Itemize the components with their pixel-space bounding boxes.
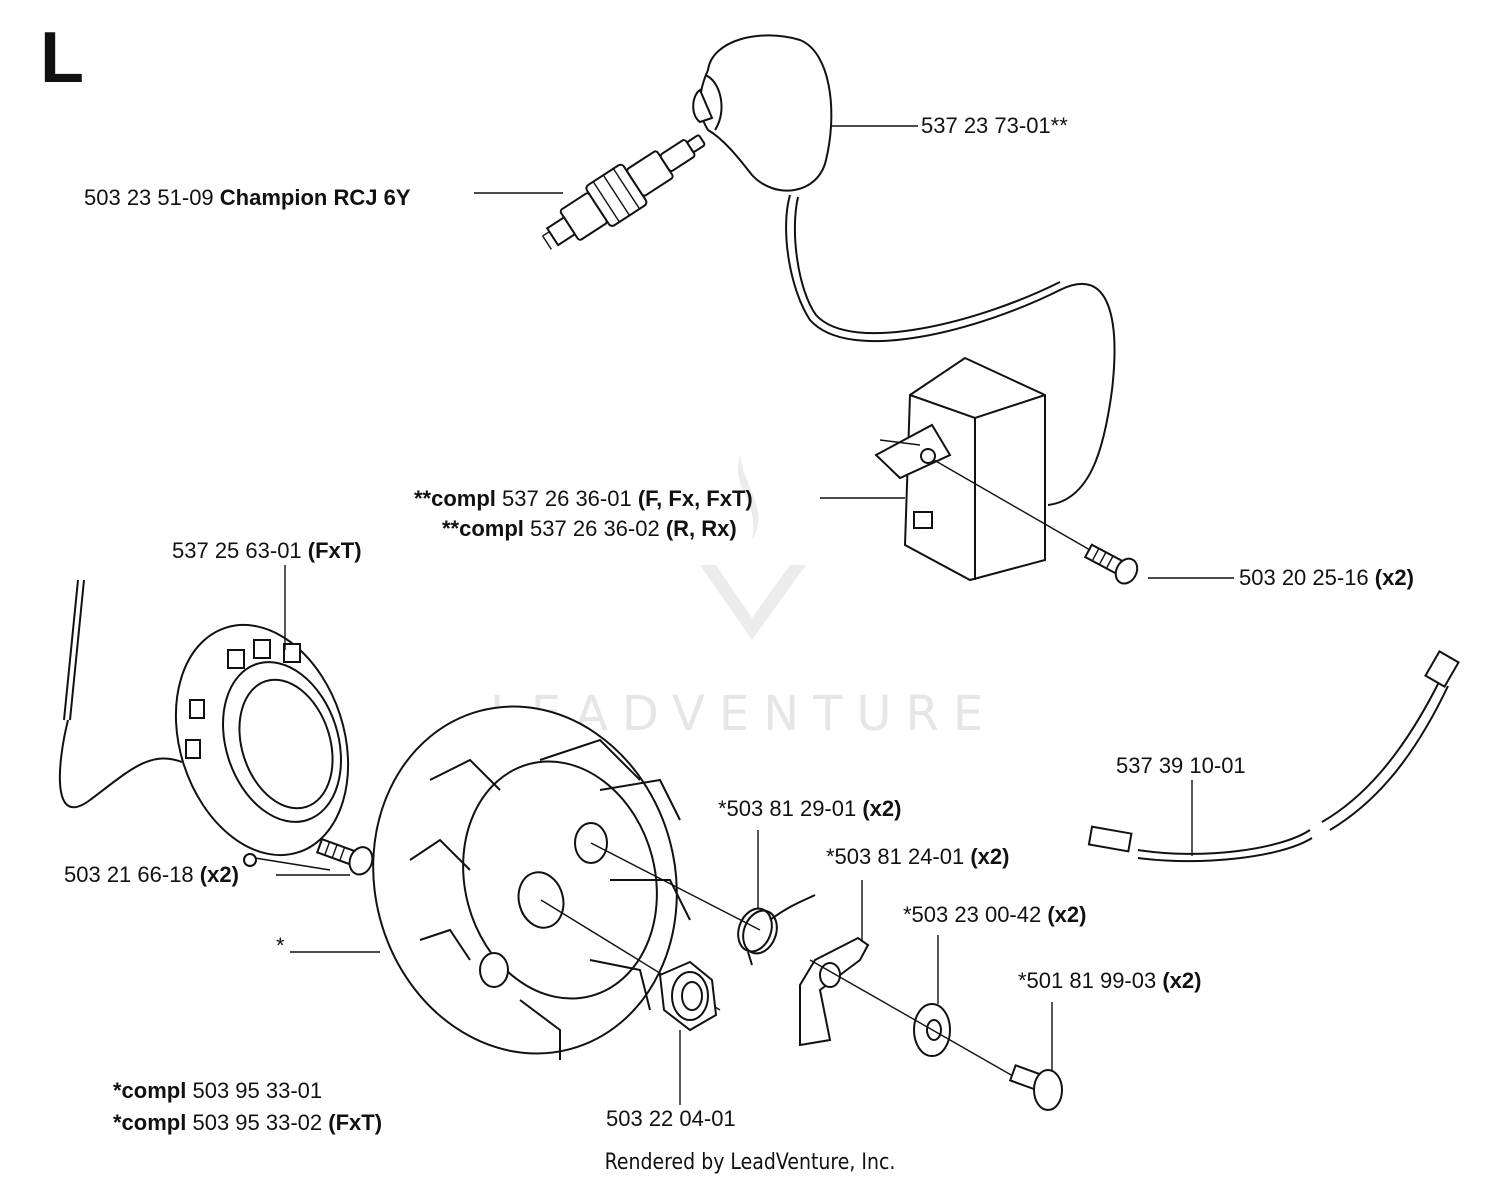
part-prefix: **compl (414, 486, 496, 511)
part-number: * (276, 933, 285, 958)
spring-icon (737, 830, 816, 966)
stator-ring-icon (58, 565, 350, 871)
label-shoulder-screw: *501 81 99-03 (x2) (1018, 968, 1201, 994)
part-note: (FxT) (328, 1110, 383, 1135)
part-prefix: *compl (113, 1110, 187, 1135)
label-flywheel-star: * (276, 933, 285, 959)
shoulder-screw-icon (1008, 1002, 1063, 1111)
part-number: *503 23 00-42 (903, 902, 1042, 927)
label-ignition-module-2: **compl 537 26 36-02 (R, Rx) (442, 516, 737, 542)
module-screw-icon (1083, 543, 1234, 585)
part-number: *503 81 24-01 (826, 844, 965, 869)
label-spring: *503 81 29-01 (x2) (718, 796, 901, 822)
part-note: (x2) (199, 862, 239, 887)
part-prefix: **compl (442, 516, 524, 541)
part-note: Champion RCJ 6Y (219, 185, 411, 210)
part-number: *503 81 29-01 (718, 796, 857, 821)
part-note: (x2) (970, 844, 1010, 869)
label-module-screw: 503 20 25-16 (x2) (1239, 565, 1414, 591)
part-number: 503 95 33-01 (192, 1078, 323, 1103)
part-note: (F, Fx, FxT) (637, 486, 753, 511)
part-number: *501 81 99-03 (1018, 968, 1157, 993)
flywheel-icon (290, 705, 761, 1060)
label-plug-cap: 537 23 73-01** (921, 113, 1068, 139)
pawl-icon (799, 880, 870, 1047)
part-number: 503 21 66-18 (64, 862, 194, 887)
part-note: (x2) (862, 796, 902, 821)
part-number: 537 26 36-02 (530, 516, 660, 541)
label-flywheel-2: *compl 503 95 33-02 (FxT) (113, 1110, 382, 1136)
label-ignition-module-1: **compl 537 26 36-01 (F, Fx, FxT) (414, 486, 753, 512)
section-letter: L (40, 18, 84, 98)
watermark-logo (700, 455, 806, 640)
label-flywheel-1: *compl 503 95 33-01 (113, 1078, 322, 1104)
plug-cap-icon (692, 34, 1116, 506)
ignition-module-icon (820, 356, 1091, 582)
label-spark-plug: 503 23 51-09 Champion RCJ 6Y (84, 185, 411, 211)
spark-plug-icon (474, 134, 706, 250)
label-stator-screw: 503 21 66-18 (x2) (64, 862, 239, 888)
footer-credit: Rendered by LeadVenture, Inc. (604, 1150, 896, 1175)
part-note: (x2) (1047, 902, 1087, 927)
part-number: 537 39 10-01 (1116, 753, 1246, 778)
part-number: 503 20 25-16 (1239, 565, 1369, 590)
label-pawl: *503 81 24-01 (x2) (826, 844, 1009, 870)
label-stator: 537 25 63-01 (FxT) (172, 538, 362, 564)
part-note: (R, Rx) (665, 516, 737, 541)
flywheel-nut-icon (658, 960, 718, 1105)
part-number: 503 23 51-09 (84, 185, 214, 210)
wire-icon (1087, 650, 1460, 863)
label-nut: 503 22 04-01 (606, 1106, 736, 1132)
part-number: 503 22 04-01 (606, 1106, 736, 1131)
part-note: (x2) (1162, 968, 1202, 993)
part-prefix: *compl (113, 1078, 187, 1103)
stator-screw-icon (276, 837, 374, 876)
washer-icon (809, 935, 1021, 1081)
label-wire: 537 39 10-01 (1116, 753, 1246, 779)
part-number: 503 95 33-02 (192, 1110, 323, 1135)
part-number: 537 26 36-01 (502, 486, 632, 511)
part-number: 537 25 63-01 (172, 538, 302, 563)
part-note: (FxT) (307, 538, 362, 563)
part-note: (x2) (1374, 565, 1414, 590)
label-washer: *503 23 00-42 (x2) (903, 902, 1086, 928)
part-number: 537 23 73-01** (921, 113, 1068, 138)
